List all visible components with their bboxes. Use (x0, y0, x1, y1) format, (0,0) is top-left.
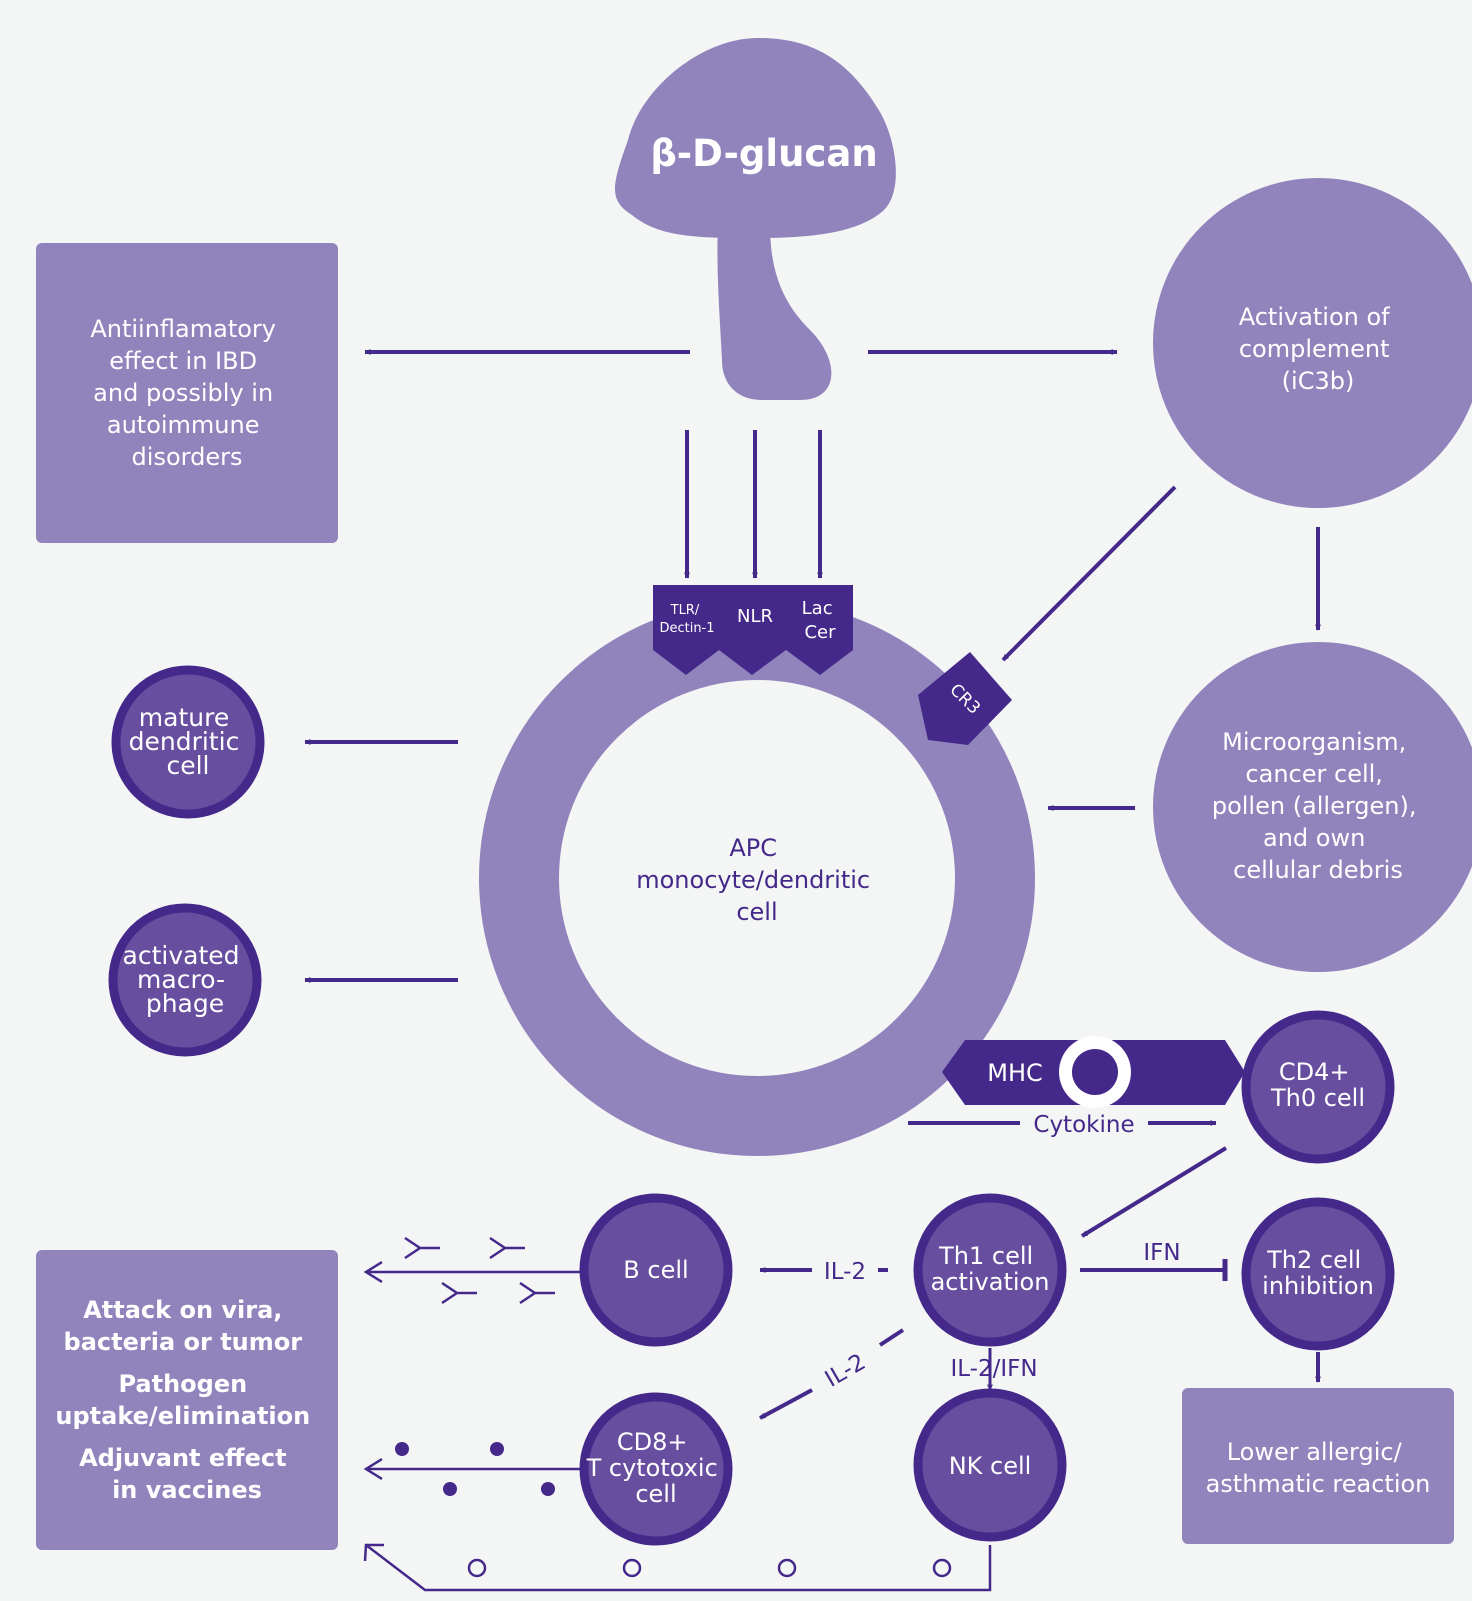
il2-bcell-label: IL-2 (824, 1259, 866, 1285)
granule-dot (443, 1482, 457, 1496)
antibody-icon (441, 1281, 477, 1305)
mature-dendritic-text: mature dendritic cell (129, 703, 248, 780)
allergic-box: Lower allergic/ asthmatic reaction (1182, 1388, 1454, 1544)
antibody-icon (404, 1236, 440, 1260)
cd4-text: CD4+ Th0 cell (1270, 1058, 1365, 1112)
nk-granule (467, 1558, 487, 1578)
receptor-block (653, 585, 853, 675)
b-cell: B cell (579, 1193, 733, 1347)
granule-dot (395, 1442, 409, 1456)
nlr-label: NLR (737, 606, 773, 627)
bcell-output-arrowhead (363, 1260, 383, 1284)
ifn-label: IFN (1143, 1240, 1180, 1266)
th2-cell: Th2 cell inhibition (1241, 1197, 1395, 1351)
granule-dot (541, 1482, 555, 1496)
nk-granules (467, 1558, 952, 1578)
cd8-output-arrowhead (363, 1457, 383, 1481)
activated-macrophage-cell: activated macro- phage (108, 903, 262, 1057)
il2-cd8-label: IL-2 (821, 1349, 870, 1393)
output-lines (363, 1260, 992, 1592)
tlr-dectin-label: TLR/ Dectin-1 (659, 603, 714, 636)
cd4-th0-cell: CD4+ Th0 cell (1241, 1010, 1395, 1164)
attack-box: Attack on vira, bacteria or tumor Pathog… (36, 1250, 338, 1550)
th2-text: Th2 cell inhibition (1262, 1246, 1374, 1300)
b-cell-text: B cell (623, 1256, 688, 1284)
cytokine-label: Cytokine (1033, 1112, 1134, 1138)
allergic-text: Lower allergic/ asthmatic reaction (1206, 1438, 1431, 1498)
antibody-icons (404, 1236, 555, 1305)
granule-dot (490, 1442, 504, 1456)
nk-granule (932, 1558, 952, 1578)
mushroom-label: β-D-glucan (650, 132, 877, 175)
mushroom-stem (717, 225, 832, 400)
microorganism-circle: Microorganism, cancer cell, pollen (alle… (1153, 642, 1472, 972)
receptor-group: TLR/ Dectin-1 NLR Lac Cer (653, 585, 853, 675)
nk-cell-text: NK cell (949, 1452, 1032, 1480)
mature-dendritic-cell: mature dendritic cell (111, 665, 265, 819)
mushroom-cap (615, 38, 896, 238)
antibody-icon (489, 1236, 525, 1260)
antibody-icon (519, 1281, 555, 1305)
complement-circle: Activation of complement (iC3b) (1153, 178, 1472, 508)
il2-ifn-label: IL-2/IFN (950, 1356, 1037, 1382)
microorganism-text: Microorganism, cancer cell, pollen (alle… (1212, 728, 1424, 884)
arrow-cd4-to-th1 (1080, 1146, 1228, 1238)
complement-text: Activation of complement (iC3b) (1239, 303, 1398, 395)
nk-output-line (365, 1544, 992, 1592)
arrow-il2-cd8-a (878, 1328, 905, 1347)
cd8-text: CD8+ T cytotoxic cell (586, 1428, 726, 1508)
granule-dots (395, 1442, 555, 1496)
activated-macrophage-text: activated macro- phage (123, 941, 248, 1018)
attack-text: Attack on vira, bacteria or tumor Pathog… (55, 1296, 318, 1504)
mhc-complex: MHC (942, 1036, 1245, 1108)
arrow-to-cr3 (1001, 485, 1177, 662)
antiinflammatory-text: Antiinflamatory effect in IBD and possib… (90, 315, 283, 471)
nk-cell: NK cell (913, 1388, 1067, 1542)
th1-text: Th1 cell activation (931, 1242, 1050, 1296)
nk-output-arrowhead (363, 1543, 384, 1562)
arrow-il2-cd8-b (759, 1388, 813, 1420)
mhc-label: MHC (987, 1059, 1043, 1087)
beta-glucan-mushroom: β-D-glucan (615, 38, 896, 400)
th1-cell: Th1 cell activation (913, 1193, 1067, 1347)
cr3-receptor: CR3 (918, 652, 1012, 745)
arrows (304, 349, 1321, 1420)
nk-granule (777, 1558, 797, 1578)
nk-granule (622, 1558, 642, 1578)
cd8-cell: CD8+ T cytotoxic cell (579, 1392, 733, 1546)
laccer-label: Lac Cer (802, 598, 839, 643)
antiinflammatory-box: Antiinflamatory effect in IBD and possib… (36, 243, 338, 543)
apc-text: APC monocyte/dendritic cell (636, 834, 878, 926)
